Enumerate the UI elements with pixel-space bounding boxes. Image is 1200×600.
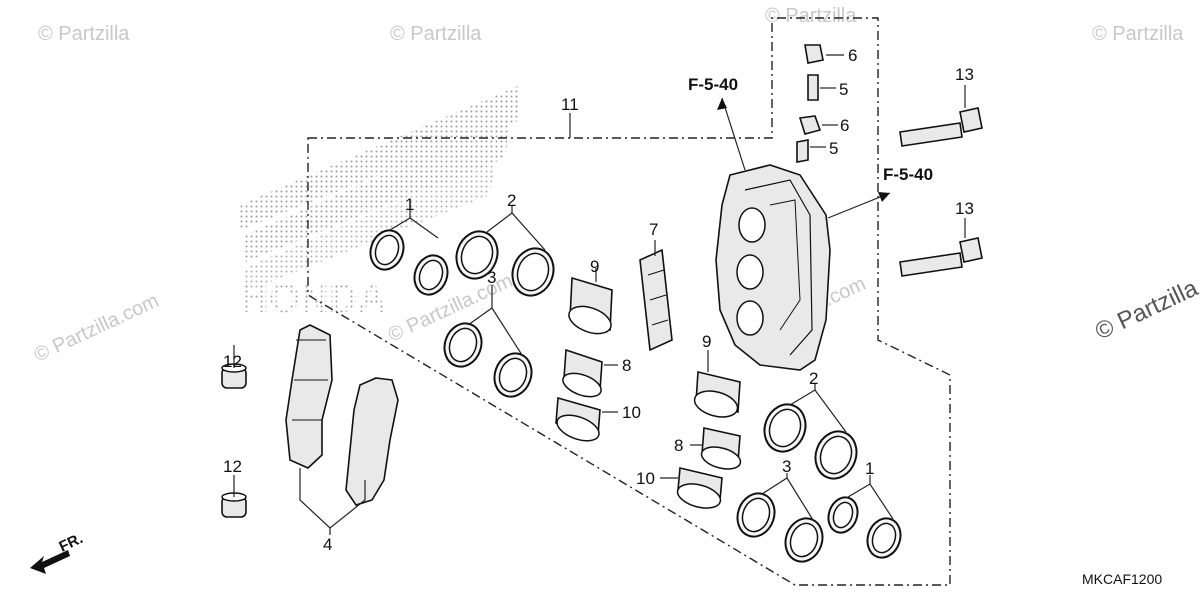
callout-1-upper: 1 <box>405 195 414 214</box>
callout-9-lower: 9 <box>702 332 711 351</box>
watermark-text: © Partzilla <box>38 23 130 45</box>
piston-seal-set-3b <box>736 473 824 563</box>
svg-text:HONDA: HONDA <box>240 277 387 321</box>
callout-13-lower: 13 <box>955 199 974 218</box>
callout-3-lower: 3 <box>782 457 791 476</box>
callout-8-upper: 8 <box>622 356 631 375</box>
brake-pad-rear <box>345 377 399 506</box>
bleeder-cap-upper <box>804 44 844 64</box>
piston-9b <box>693 350 741 418</box>
callout-5-lower: 5 <box>829 139 838 158</box>
bleeder-cap-lower <box>798 115 838 135</box>
piston-8a <box>562 348 618 398</box>
watermark-text: © Partzilla <box>765 5 857 27</box>
callout-1-lower: 1 <box>865 459 874 478</box>
caliper-body <box>715 164 831 371</box>
callout-6-lower: 6 <box>840 116 849 135</box>
callout-5-upper: 5 <box>839 80 848 99</box>
watermark-text: © Partzilla <box>390 23 482 45</box>
callout-3-upper: 3 <box>487 268 496 287</box>
ref-arrow-right <box>827 192 891 219</box>
piston-10a <box>555 396 618 442</box>
caliper-bolt-lower <box>899 218 983 277</box>
callout-6-upper: 6 <box>848 46 857 65</box>
pad-spring <box>639 240 673 352</box>
callout-12-upper: 12 <box>223 352 242 371</box>
piston-seal-set-2b <box>763 384 858 480</box>
piston-9a <box>568 268 613 335</box>
callout-8-lower: 8 <box>674 436 683 455</box>
pad-leaders <box>299 468 366 535</box>
pad-pin-lower <box>221 475 247 518</box>
ref-label-upper: F-5-40 <box>688 75 738 94</box>
assembly-outline <box>307 17 951 586</box>
pad-pin-upper <box>221 345 247 389</box>
piston-seal-set-3a <box>443 285 533 398</box>
bleeder-screw-upper <box>807 74 836 101</box>
callout-12-lower: 12 <box>223 457 242 476</box>
piston-seal-set-1a <box>369 210 449 296</box>
watermark-text: © Partzilla <box>1092 23 1184 45</box>
callout-labels: 1 2 3 4 5 5 6 6 7 8 8 9 9 10 10 11 12 12… <box>223 46 974 554</box>
watermark-text: © Partzilla <box>1091 274 1200 345</box>
diagram-code: MKCAF1200 <box>1082 571 1162 587</box>
callout-7: 7 <box>649 220 658 239</box>
watermark-text: © Partzilla.com <box>31 290 162 367</box>
piston-8b <box>690 427 742 470</box>
callout-11: 11 <box>561 95 579 114</box>
callout-10-lower: 10 <box>636 469 655 488</box>
ref-label-right: F-5-40 <box>883 165 933 184</box>
callout-9-upper: 9 <box>590 257 599 276</box>
front-label: FR. <box>57 530 86 556</box>
background-logo: HONDA <box>240 85 520 321</box>
piston-seal-set-2a <box>455 206 555 297</box>
piston-seal-set-1b <box>827 475 902 559</box>
front-direction-arrow: FR. <box>30 530 86 574</box>
callout-13-upper: 13 <box>955 65 974 84</box>
caliper-bolt-upper <box>899 85 983 147</box>
bleeder-screw-lower <box>796 139 826 163</box>
watermarks: © Partzilla © Partzilla © Partzilla © Pa… <box>31 5 1200 367</box>
callout-2-upper: 2 <box>507 191 516 210</box>
brake-pad-front <box>285 324 333 469</box>
piston-10b <box>660 467 723 509</box>
callout-10-upper: 10 <box>622 403 641 422</box>
callout-4: 4 <box>323 535 332 554</box>
ref-arrow-upper <box>717 97 746 171</box>
callout-2-lower: 2 <box>809 369 818 388</box>
